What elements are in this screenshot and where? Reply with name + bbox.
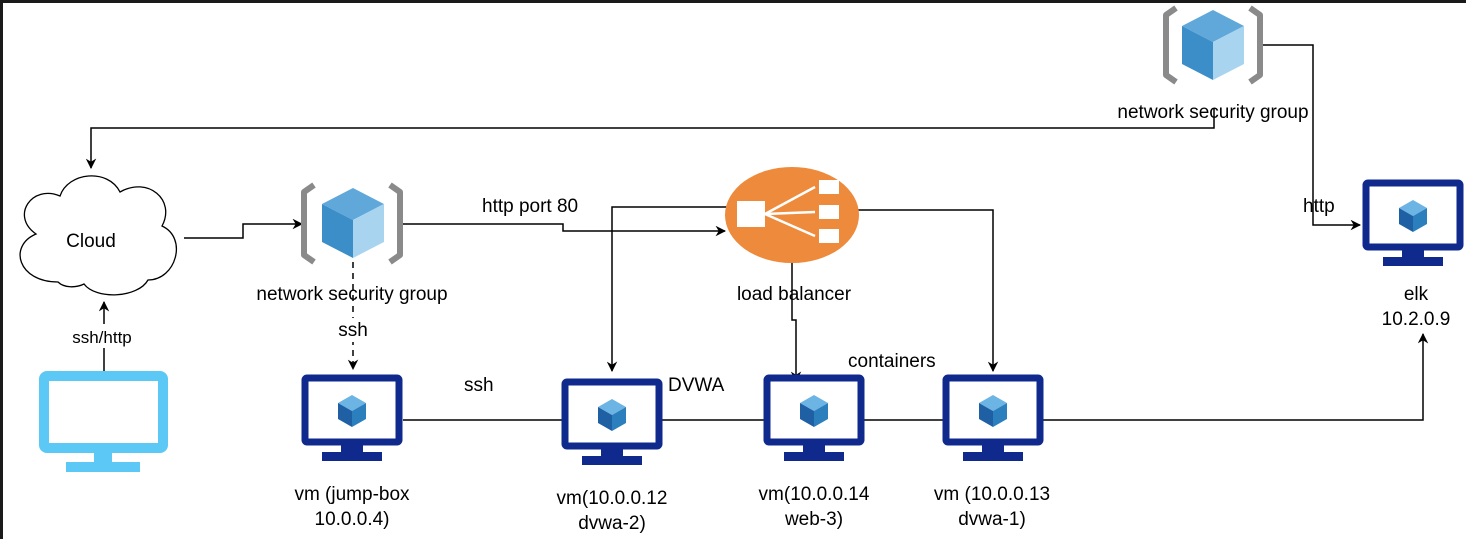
web3-node: vm(10.0.0.14 web-3)	[759, 374, 870, 530]
edge-lb-to-dvwa1	[858, 209, 999, 373]
nsg-top-label: network security group	[1117, 102, 1308, 123]
edge-label-http-elk: http	[1303, 196, 1335, 217]
dvwa2-label-line1: vm(10.0.0.12	[557, 488, 668, 509]
cloud-icon	[19, 175, 177, 296]
edge-ssh-bus-to-elk	[403, 332, 1429, 421]
nsg-top-node: network security group	[1117, 5, 1309, 123]
workstation-node	[39, 371, 168, 472]
desktop-monitor-icon	[39, 371, 168, 472]
jump-box-vm-icon	[301, 374, 403, 461]
jump-box-label-line2: 10.0.0.4)	[315, 509, 390, 530]
nsg-main-icon	[301, 182, 403, 265]
elk-node: elk 10.2.0.9	[1362, 179, 1464, 330]
edge-label-ssh-http: ssh/http	[72, 328, 132, 347]
dvwa2-vm-icon	[561, 378, 663, 465]
dvwa1-vm-icon	[942, 374, 1044, 461]
web3-vm-icon	[763, 374, 865, 461]
load-balancer-node: load balancer	[725, 167, 859, 305]
jump-box-label-line1: vm (jump-box	[294, 484, 410, 505]
edge-nsg-top-to-cloud	[85, 108, 1215, 170]
load-balancer-icon	[725, 167, 859, 263]
load-balancer-label: load balancer	[737, 284, 852, 305]
edge-labels: ssh/http ssh ssh http port 80 http DVWA …	[50, 196, 1335, 396]
web3-label-line1: vm(10.0.0.14	[759, 484, 870, 505]
edge-nsg-top-to-elk	[1260, 44, 1362, 231]
nsg-main-node: network security group	[256, 182, 448, 305]
dvwa1-label-line2: dvwa-1)	[958, 509, 1026, 530]
edge-lb-to-web3	[790, 262, 802, 383]
nsg-top-icon	[1163, 5, 1263, 85]
elk-vm-icon	[1362, 179, 1464, 266]
edge-label-ssh-bus: ssh	[464, 375, 494, 396]
edge-lb-to-dvwa2	[606, 206, 732, 373]
cloud-node: Cloud	[19, 175, 177, 296]
edge-label-ssh-nsg: ssh	[338, 320, 368, 341]
edge-label-containers: containers	[848, 351, 936, 372]
edge-label-dvwa: DVWA	[668, 375, 725, 396]
dvwa2-node: vm(10.0.0.12 dvwa-2)	[557, 378, 668, 534]
jump-box-node: vm (jump-box 10.0.0.4)	[294, 374, 410, 530]
nsg-main-label: network security group	[256, 284, 447, 305]
dvwa1-label-line1: vm (10.0.0.13	[934, 484, 1050, 505]
edge-cloud-to-nsg	[184, 218, 304, 239]
cloud-label: Cloud	[66, 231, 116, 252]
web3-label-line2: web-3)	[784, 509, 843, 530]
elk-label-line1: elk	[1404, 284, 1429, 305]
dvwa2-label-line2: dvwa-2)	[578, 513, 646, 534]
elk-label-line2: 10.2.0.9	[1382, 309, 1451, 330]
edges	[85, 44, 1429, 421]
dvwa1-node: vm (10.0.0.13 dvwa-1)	[934, 374, 1050, 530]
edge-nsg-to-load-balancer	[402, 223, 727, 237]
edge-label-http-port-80: http port 80	[482, 196, 578, 217]
